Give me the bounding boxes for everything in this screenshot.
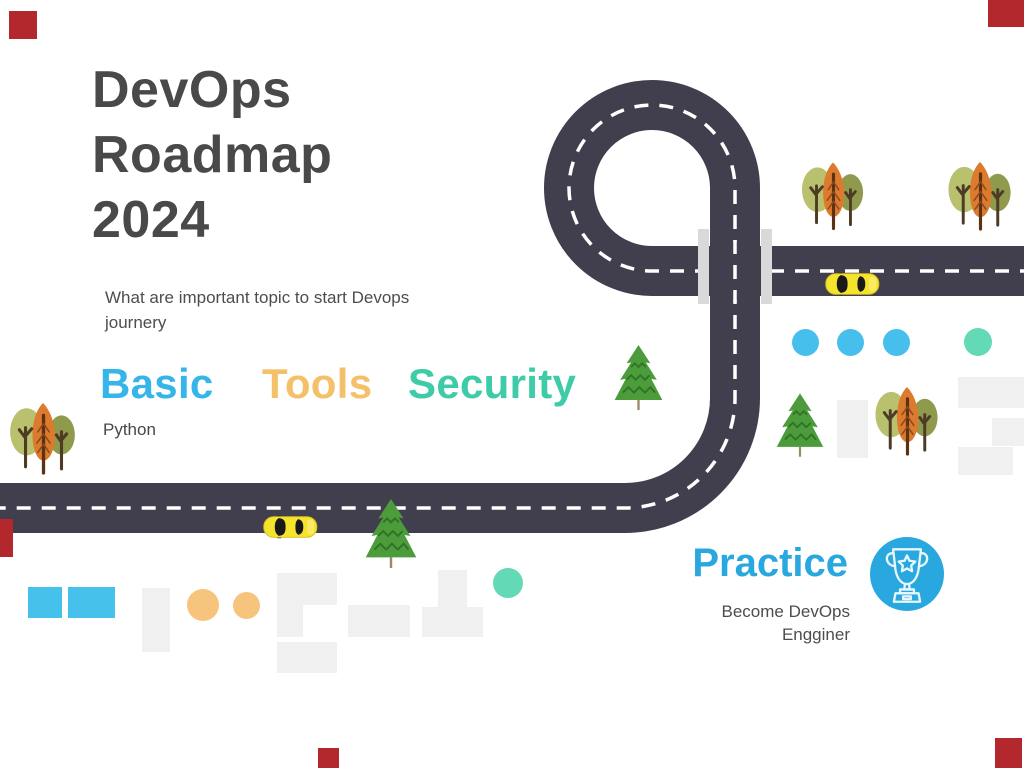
category-security: Security	[408, 360, 577, 407]
subtitle: What are important topic to start Devops…	[105, 285, 505, 335]
decor-block	[277, 573, 337, 605]
decor-block	[958, 447, 1013, 475]
title-line-2: Roadmap	[92, 126, 333, 184]
practice-label: Practice	[692, 541, 848, 585]
decor-dot-orange	[233, 592, 260, 619]
decor-block	[277, 605, 303, 637]
autumn-trees-icon	[875, 386, 938, 456]
decor-dot-orange	[187, 589, 219, 621]
practice-caption-line-1: Become DevOps	[721, 602, 851, 621]
red-marker	[995, 738, 1022, 768]
pine-tree-icon	[365, 499, 417, 569]
decor-block	[992, 418, 1024, 446]
car-top-view-icon	[825, 272, 880, 296]
page-title: DevOps Roadmap 2024	[92, 58, 332, 253]
practice-caption-line-2: Engginer	[781, 625, 850, 644]
decor-block-blue	[68, 587, 115, 618]
basic-topic-python: Python	[103, 420, 156, 439]
overpass-rail-right-icon	[761, 229, 772, 304]
decor-dot-blue	[883, 329, 910, 356]
car-top-view-icon	[263, 515, 318, 539]
red-marker	[318, 748, 339, 768]
decor-dot-blue	[792, 329, 819, 356]
decor-block	[277, 642, 337, 673]
category-tools: Tools	[262, 360, 373, 407]
red-marker	[9, 11, 37, 39]
red-marker	[988, 0, 1024, 27]
subtitle-line-1: What are important topic to start Devops	[105, 288, 410, 307]
decor-block	[958, 377, 1024, 408]
decor-block	[142, 588, 170, 652]
decor-block-blue	[28, 587, 62, 618]
autumn-trees-icon	[10, 403, 75, 475]
red-marker	[0, 519, 13, 557]
category-basic: Basic	[100, 360, 214, 407]
practice-caption: Become DevOps Engginer	[598, 600, 851, 646]
title-line-3: 2024	[92, 191, 210, 249]
pine-tree-icon	[776, 393, 824, 457]
trophy-icon	[870, 537, 944, 611]
pine-tree-icon	[614, 345, 663, 411]
decor-block	[422, 607, 483, 637]
autumn-trees-icon	[801, 162, 864, 231]
decor-block	[837, 400, 868, 458]
overpass-rail-left-icon	[698, 229, 709, 304]
subtitle-line-2: journery	[105, 313, 167, 332]
decor-dot-teal	[493, 568, 523, 598]
title-line-1: DevOps	[92, 61, 292, 119]
road-center-dash-line	[0, 103, 1024, 510]
decor-block	[348, 605, 410, 637]
decor-dot-blue	[837, 329, 864, 356]
decor-dot-teal	[964, 328, 992, 356]
autumn-trees-icon	[948, 161, 1011, 231]
